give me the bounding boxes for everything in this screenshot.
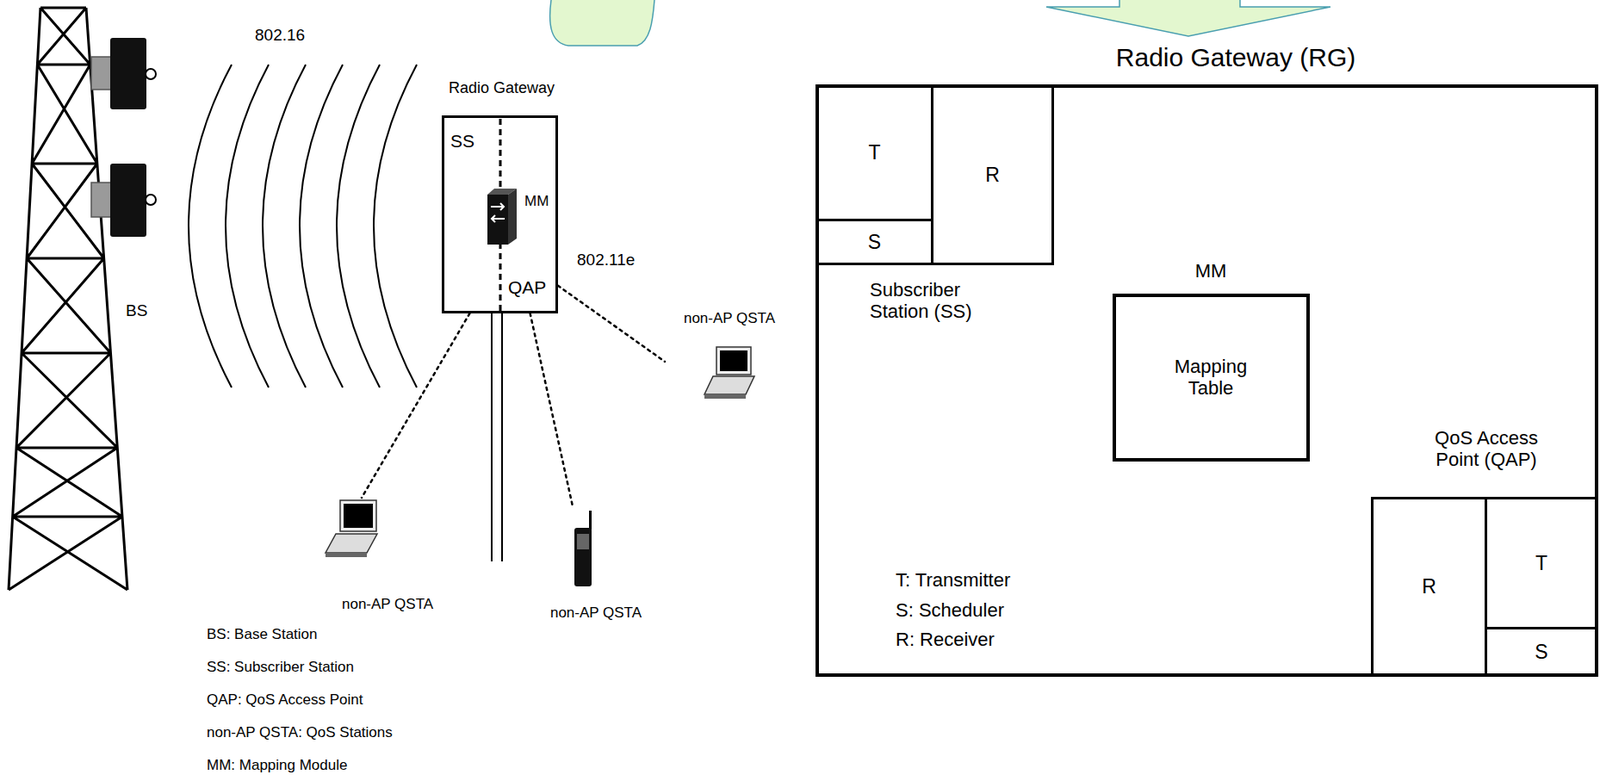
phone-icon <box>574 510 592 587</box>
label-text: S: Scheduler <box>895 599 1005 621</box>
station-node: non-AP QSTA <box>664 305 794 408</box>
node-text: R <box>1421 575 1437 598</box>
transmitter-box: T <box>1484 496 1599 630</box>
subscriber-station-box: Subscriber Station (SS)TSR <box>815 84 1055 266</box>
label-text: non-AP QSTA: QoS Stations <box>206 724 393 742</box>
label-text: BS: Base Station <box>206 626 318 644</box>
transmitter-box: T <box>815 84 934 222</box>
node-text: QAP <box>508 277 546 298</box>
label-text: 802.11e <box>576 250 635 270</box>
dotted-link <box>361 313 470 498</box>
laptop-icon <box>704 347 755 399</box>
label-text: 802.16 <box>254 25 305 45</box>
node-text: non-AP QSTA <box>550 604 642 622</box>
node-text: Radio Gateway (RG) <box>1116 43 1356 74</box>
node-text: Mapping Table <box>1154 355 1267 400</box>
radio-waves <box>188 64 417 388</box>
node-text: T <box>1535 551 1548 575</box>
label-text: T: Transmitter <box>895 569 1011 591</box>
qos-access-point-box: QoS Access Point (QAP)RTS <box>1370 496 1599 677</box>
node-text: non-AP QSTA <box>341 595 434 614</box>
node-text: T <box>868 141 881 164</box>
receiver-box: R <box>1370 496 1488 677</box>
antenna <box>91 37 156 237</box>
gateway-internals <box>487 118 517 562</box>
node-text: MM <box>1195 260 1228 282</box>
label-text: SS: Subscriber Station <box>206 658 354 676</box>
node-text: SS <box>450 130 475 152</box>
label-text: R: Receiver <box>895 628 995 651</box>
station-node: non-AP QSTA <box>542 506 651 623</box>
mapping-module-box: MMMapping Table <box>1112 293 1310 462</box>
node-text: Subscriber Station (SS) <box>869 279 1017 323</box>
slide-arrow <box>550 0 1331 46</box>
node-text: MM <box>524 192 549 211</box>
node-text: S <box>1534 640 1548 664</box>
node-text: R <box>985 163 1000 187</box>
tower <box>8 7 128 590</box>
dotted-link <box>530 313 573 507</box>
node-text: S <box>868 230 881 254</box>
laptop-icon <box>325 500 378 558</box>
receiver-box: R <box>930 84 1055 266</box>
label-text: QAP: QoS Access Point <box>206 691 363 709</box>
gateway-box: Radio GatewaySSMMQAP <box>441 115 559 314</box>
scheduler-box: S <box>1484 626 1599 677</box>
node-text: QoS Access Point (QAP) <box>1421 427 1551 472</box>
node-text: non-AP QSTA <box>683 310 776 328</box>
label-text: BS <box>125 301 148 321</box>
scheduler-box: S <box>815 218 934 266</box>
dotted-link <box>558 285 665 362</box>
station-node: non-AP QSTA <box>320 497 450 619</box>
label-text: MM: Mapping Module <box>206 756 348 775</box>
node-text: Radio Gateway <box>448 79 555 98</box>
